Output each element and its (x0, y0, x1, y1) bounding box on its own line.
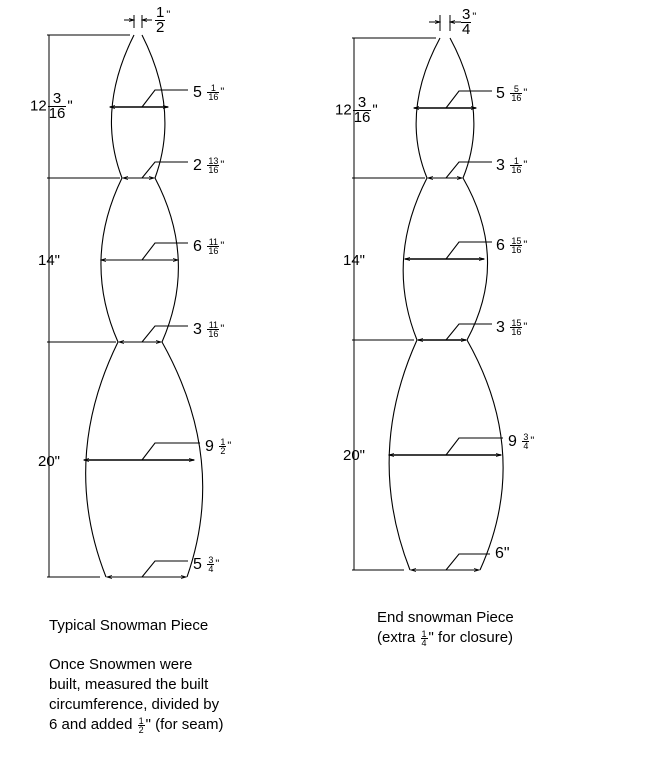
end-piece-outline (388, 37, 504, 571)
end-height-label-middle: 14" (343, 252, 366, 269)
typical-width-dimensions (84, 89, 200, 577)
typical-height-label-bottom: 20" (38, 453, 61, 470)
end-height-dimensions (352, 37, 436, 571)
typical-tip-dimension (124, 15, 152, 28)
end-height-label-bottom: 20" (343, 447, 366, 464)
typical-height-dimensions (47, 34, 130, 578)
seam-note-line-1: Once Snowmen were (49, 656, 193, 673)
typical-piece-outline (85, 34, 204, 578)
end-tip-dimension (429, 15, 461, 31)
typical-height-label-middle: 14" (38, 252, 61, 269)
typical-piece-title: Typical Snowman Piece (49, 617, 209, 634)
seam-note-line-3: circumference, divided by (49, 696, 220, 713)
seam-note-line-2: built, measured the built (49, 676, 209, 693)
seam-note: Once Snowmen were built, measured the bu… (49, 655, 223, 735)
end-width-label-6: 6" (495, 545, 510, 562)
end-width-dimensions (389, 90, 503, 570)
